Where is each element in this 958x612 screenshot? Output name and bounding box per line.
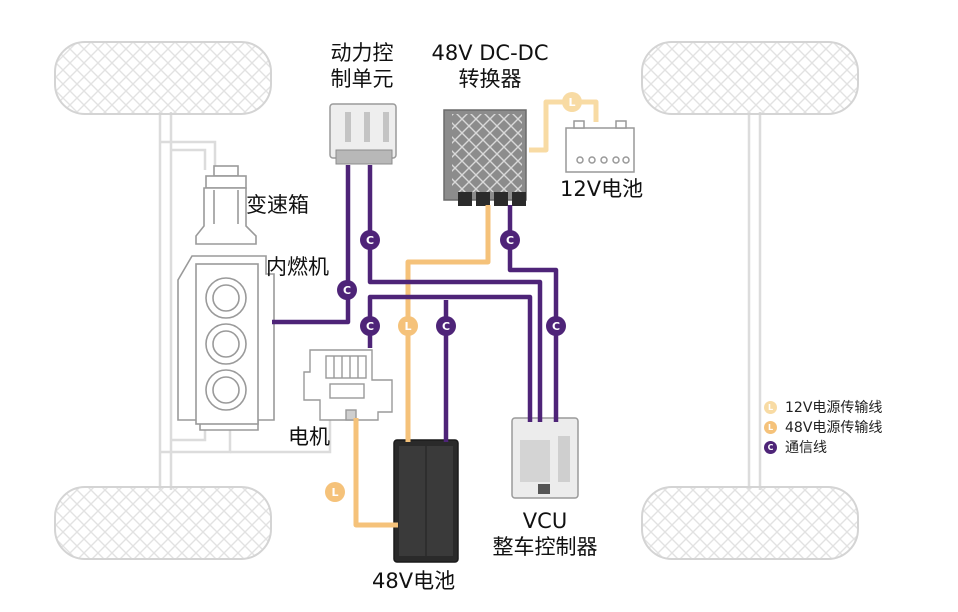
engine-illustration xyxy=(177,255,275,431)
vcu-label: VCU 整车控制器 xyxy=(478,508,612,560)
dcdc-label-line1: 48V DC-DC xyxy=(431,41,549,65)
pcu-label: 动力控 制单元 xyxy=(316,40,408,92)
dcdc-label: 48V DC-DC 转换器 xyxy=(420,40,560,92)
svg-text:C: C xyxy=(366,234,374,247)
svg-text:C: C xyxy=(552,320,560,333)
svg-text:L: L xyxy=(404,320,411,333)
wheel-front-left xyxy=(54,41,272,115)
wheel-rear-left xyxy=(54,486,272,560)
legend-item-12v: L 12V电源传输线 xyxy=(764,397,882,417)
badge-comm-battery48: C xyxy=(436,316,456,336)
pcu-label-line1: 动力控 xyxy=(330,41,394,65)
svg-text:L: L xyxy=(331,486,338,499)
power-line-12v-icon: L xyxy=(764,400,777,414)
badge-comm-dcdc: C xyxy=(500,230,520,250)
legend-label-12v: 12V电源传输线 xyxy=(785,400,883,416)
legend-label-48v: 48V电源传输线 xyxy=(785,420,883,436)
badge-power-12v: L xyxy=(562,92,582,112)
badge-comm-vcu: C xyxy=(546,316,566,336)
power-line-48v-icon: L xyxy=(764,420,777,434)
badge-comm-motor: C xyxy=(360,316,380,336)
svg-text:L: L xyxy=(568,96,575,109)
chassis-frame xyxy=(158,112,762,490)
power-lines-48v xyxy=(353,205,491,528)
badge-comm-pcu-left: C xyxy=(337,280,357,300)
gearbox-label: 变速箱 xyxy=(246,193,309,217)
battery-48v-label: 48V电池 xyxy=(372,569,456,593)
legend-item-48v: L 48V电源传输线 xyxy=(764,417,882,437)
badge-comm-pcu-right: C xyxy=(360,230,380,250)
gearbox-illustration xyxy=(195,165,257,245)
svg-text:C: C xyxy=(366,320,374,333)
svg-text:C: C xyxy=(343,284,351,297)
wheel-front-right xyxy=(641,41,859,115)
battery-12v-label: 12V电池 xyxy=(560,177,644,201)
motor-label: 电机 xyxy=(288,425,330,449)
vcu-label-line2: 整车控制器 xyxy=(492,535,598,559)
legend-label-comm: 通信线 xyxy=(785,440,827,456)
battery-12v-illustration xyxy=(565,120,635,173)
legend-item-comm: C 通信线 xyxy=(764,437,827,457)
pcu-label-line2: 制单元 xyxy=(330,67,394,91)
vcu-illustration xyxy=(511,417,579,499)
dcdc-label-line2: 转换器 xyxy=(458,67,522,91)
wheel-rear-right xyxy=(641,486,859,560)
pcu-illustration xyxy=(329,103,397,165)
battery-48v-illustration xyxy=(393,439,459,563)
badge-power-48v-upper: L xyxy=(398,316,418,336)
power-line-12v xyxy=(529,99,599,153)
communication-line-icon: C xyxy=(764,440,777,454)
badge-power-48v-lower: L xyxy=(325,482,345,502)
vcu-label-line1: VCU xyxy=(522,509,568,533)
dcdc-converter-illustration xyxy=(443,109,527,206)
motor-illustration xyxy=(303,349,393,421)
svg-text:C: C xyxy=(442,320,450,333)
svg-text:C: C xyxy=(506,234,514,247)
engine-label: 内燃机 xyxy=(266,255,329,279)
